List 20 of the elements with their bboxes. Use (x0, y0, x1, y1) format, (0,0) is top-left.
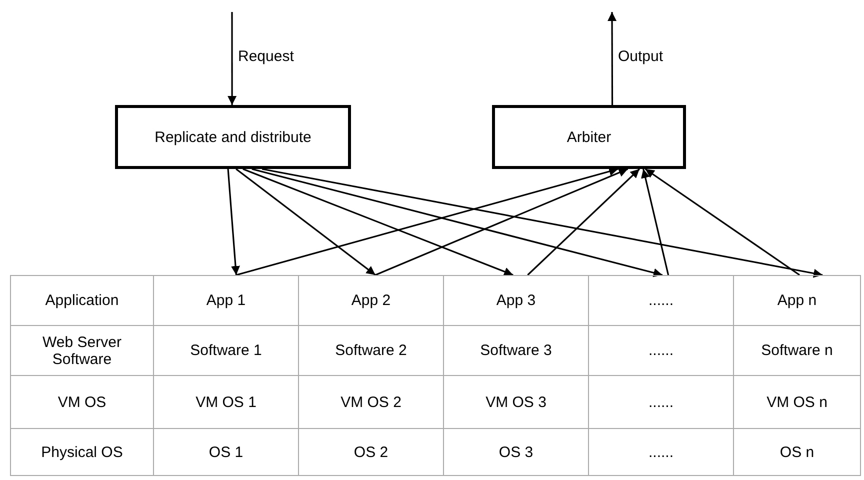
arrow (527, 168, 640, 276)
arrow (227, 168, 240, 276)
table-cell: OS n (733, 428, 861, 476)
arrow (242, 168, 514, 276)
arrow (608, 12, 617, 105)
table-cell: App n (733, 275, 861, 326)
arrow (228, 12, 237, 105)
edge-label: Output (616, 48, 666, 65)
arrow (375, 168, 628, 276)
process-box: Replicate and distribute (115, 105, 351, 169)
arrow (641, 168, 670, 276)
arrow (262, 168, 823, 278)
arrow (644, 168, 800, 276)
table-cell: Application (10, 275, 154, 326)
arrow (236, 167, 618, 276)
edge-label: Request (236, 48, 296, 65)
table-cell: Physical OS (10, 428, 154, 476)
arrow (236, 168, 376, 276)
arrow (252, 168, 663, 278)
process-box: Arbiter (492, 105, 686, 169)
